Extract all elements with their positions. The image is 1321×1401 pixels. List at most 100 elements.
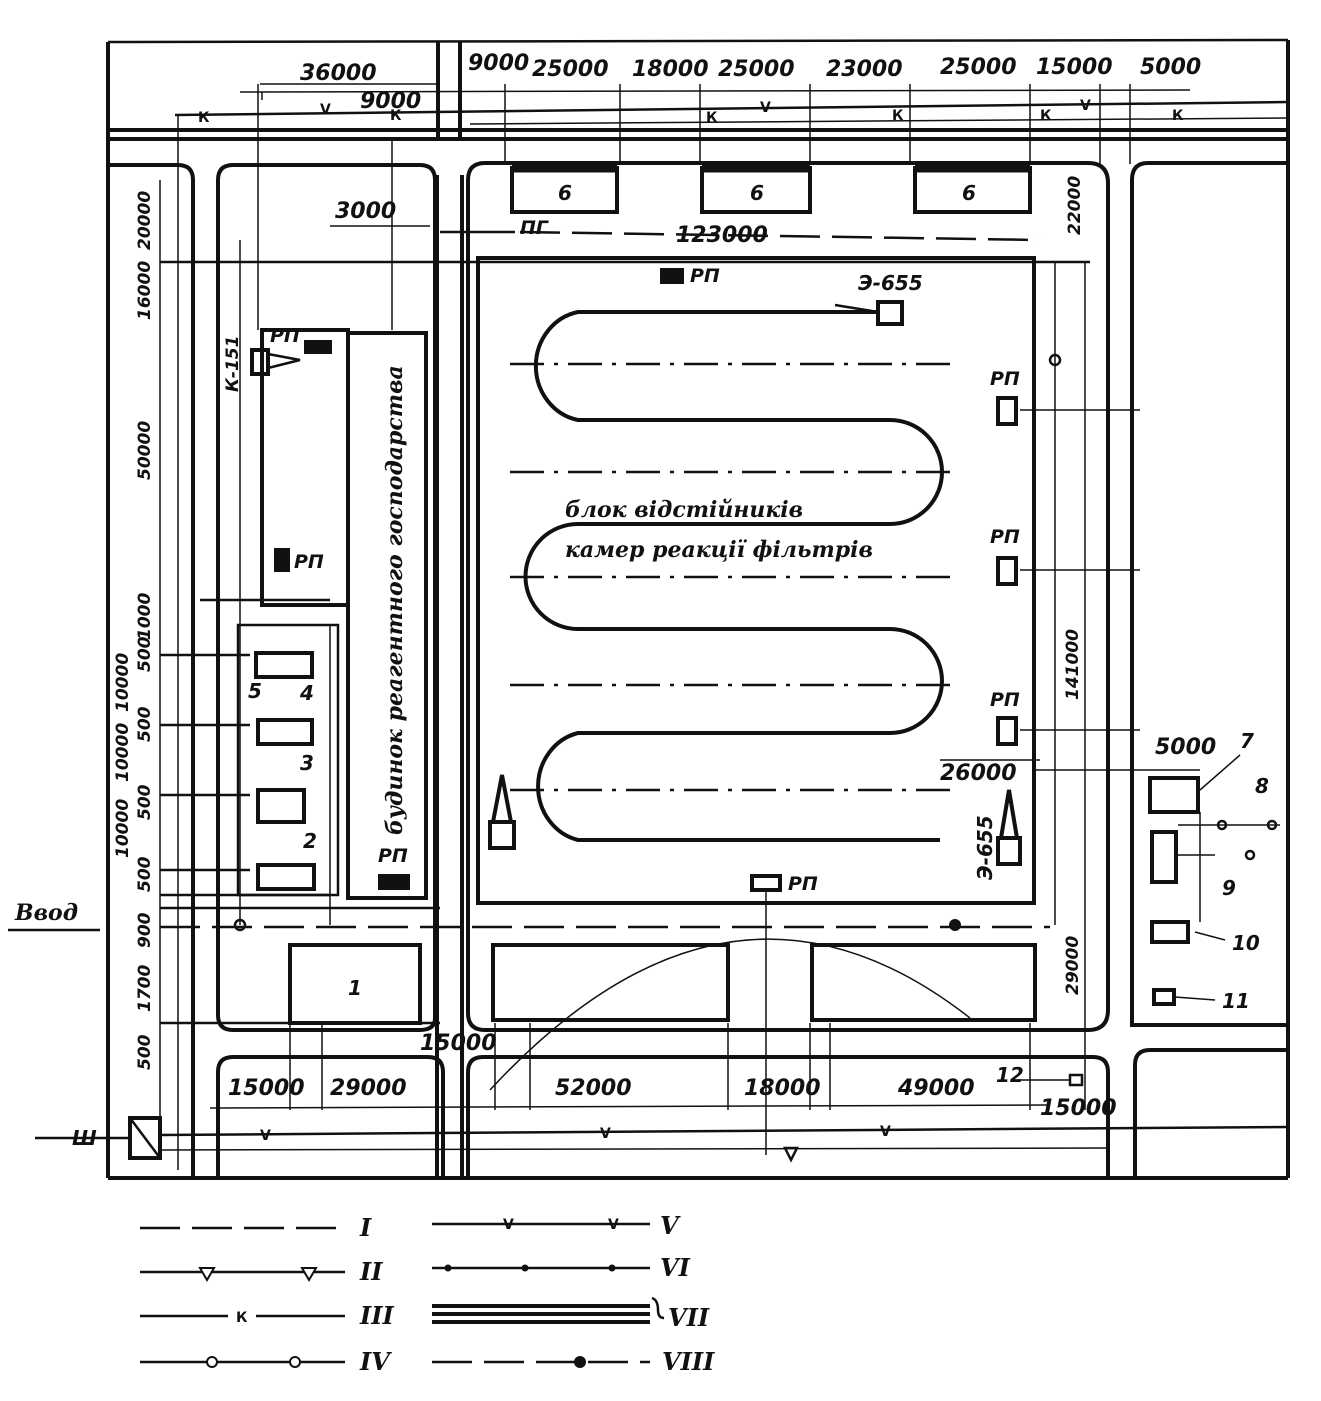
dim-left-500-c: 500 [135, 784, 155, 820]
crane-left-in-block [488, 774, 516, 850]
node-right-top [1048, 353, 1062, 367]
line-symbol-v-2: V [760, 100, 771, 116]
sedimentation-filter-block [476, 256, 1036, 905]
facility-number-6-a: 6 [558, 181, 572, 205]
main-block-label-line1: блок відстійників [565, 497, 803, 523]
facility-number-8: 8 [1255, 774, 1269, 798]
small-facilities [254, 651, 316, 891]
dim-left-500-e: 500 [135, 1034, 155, 1070]
bottom-roads [159, 1023, 1289, 1178]
dim-top-36000: 36000 [300, 61, 377, 86]
dim-right-5000: 5000 [1155, 735, 1216, 760]
dim-22000: 22000 [1065, 176, 1085, 235]
legend-item-VII [432, 1296, 665, 1324]
facility-number-3: 3 [300, 751, 314, 775]
legend-label-IV: IV [359, 1347, 392, 1376]
rp-label-8: РП [788, 873, 818, 895]
left-area-roads [108, 115, 437, 1178]
facility-number-7: 7 [1240, 729, 1254, 753]
block-axes [510, 362, 960, 792]
dim-bottom-15000-a: 15000 [228, 1076, 305, 1101]
facility-number-12: 12 [996, 1063, 1024, 1087]
crane-serpentine-track [523, 310, 944, 842]
drawing-frame [106, 38, 1290, 1180]
crane-k151 [250, 348, 301, 376]
dim-bottom-49000: 49000 [897, 1076, 975, 1101]
legend-item-II [140, 1267, 345, 1282]
node-right [949, 919, 961, 931]
dim-bottom-15000-c: 15000 [1040, 1096, 1117, 1121]
line-symbol-k-5: К [1040, 108, 1052, 124]
line-symbol-k-3: К [706, 110, 718, 126]
top-utility-lines [108, 83, 1289, 141]
legend-k-symbol: К [236, 1310, 248, 1326]
facility-number-9: 9 [1222, 876, 1236, 900]
legend-label-VIII: VIII [662, 1347, 715, 1376]
dim-left-900: 900 [135, 912, 155, 948]
legend-label-V: V [660, 1211, 681, 1240]
dim-left-500-a: 500 [135, 636, 155, 672]
crane-e655-bottom-label: Э-655 [973, 815, 997, 880]
dim-top-5000: 5000 [1140, 55, 1201, 80]
dim-left-10000-a: 10000 [113, 653, 133, 712]
main-block-label-line2: камер реакції фільтрів [565, 537, 873, 563]
node-left [233, 918, 247, 932]
crane-e655-top [834, 300, 904, 326]
dim-123000: 123000 [676, 223, 768, 248]
dim-16000: 16000 [135, 261, 155, 320]
dim-top-15000: 15000 [1036, 55, 1113, 80]
facility-number-4: 4 [299, 681, 314, 705]
dim-bottom-18000: 18000 [744, 1076, 821, 1101]
dim-right-141000: 141000 [1063, 629, 1083, 700]
facilities-6 [510, 163, 1032, 214]
dim-3000: 3000 [335, 199, 396, 224]
legend-item-V: V V [432, 1217, 650, 1233]
dim-top-23000: 23000 [826, 57, 903, 82]
reagent-building-label: будинок реагентного господарства [382, 365, 408, 835]
dim-right-29000: 29000 [1063, 936, 1083, 995]
legend-label-I: I [359, 1213, 372, 1242]
legend-label-VII: VII [668, 1303, 710, 1332]
rp-markers [274, 268, 1018, 892]
inlet-label: Ввод [14, 900, 78, 926]
dim-top-18000: 18000 [632, 57, 709, 82]
legend-item-VIII [432, 1356, 650, 1368]
dim-9000-mid: 9000 [360, 89, 421, 114]
dim-bottom-29000: 29000 [330, 1076, 407, 1101]
facility-number-11: 11 [1222, 989, 1250, 1013]
internal-lines [160, 84, 1200, 1155]
line-symbol-v-5: V [600, 1126, 611, 1142]
dim-left-1700: 1700 [135, 965, 155, 1012]
legend-v-symbol-2: V [608, 1217, 619, 1233]
outlet-triangle [782, 1146, 800, 1163]
legend-item-III: К [140, 1310, 345, 1326]
rp-label-6: РП [990, 689, 1020, 711]
dim-bottom-52000: 52000 [555, 1076, 632, 1101]
dim-top-25000-c: 25000 [940, 55, 1017, 80]
rp-label-1: РП [690, 265, 720, 287]
dim-top-9000: 9000 [468, 51, 529, 76]
bottom-facilities [491, 943, 1037, 1022]
line-symbol-k-1: К [198, 110, 210, 126]
line-symbol-v-1: V [320, 102, 331, 118]
rp-label-3: РП [294, 551, 324, 573]
inlet-chamber-cross [129, 1117, 161, 1159]
legend-label-III: III [359, 1301, 394, 1330]
line-symbol-k-6: К [1172, 108, 1184, 124]
legend-v-symbol-1: V [503, 1217, 514, 1233]
facility-number-6-b: 6 [750, 181, 764, 205]
crane-radius-arc [489, 938, 971, 1091]
line-symbol-k-4: К [892, 108, 904, 124]
legend-label-II: II [359, 1257, 383, 1286]
dimension-lines [261, 84, 1131, 761]
legend-item-VI [432, 1264, 650, 1272]
dim-left-10000-b: 10000 [113, 723, 133, 782]
dim-20000: 20000 [135, 191, 155, 250]
legend-item-IV [140, 1356, 345, 1368]
legend-label-VI: VI [660, 1253, 691, 1282]
dim-left-10000-c: 10000 [113, 799, 133, 858]
dim-right-26000: 26000 [940, 761, 1017, 786]
dim-left-50000: 50000 [135, 421, 155, 480]
dim-left-500-b: 500 [135, 706, 155, 742]
